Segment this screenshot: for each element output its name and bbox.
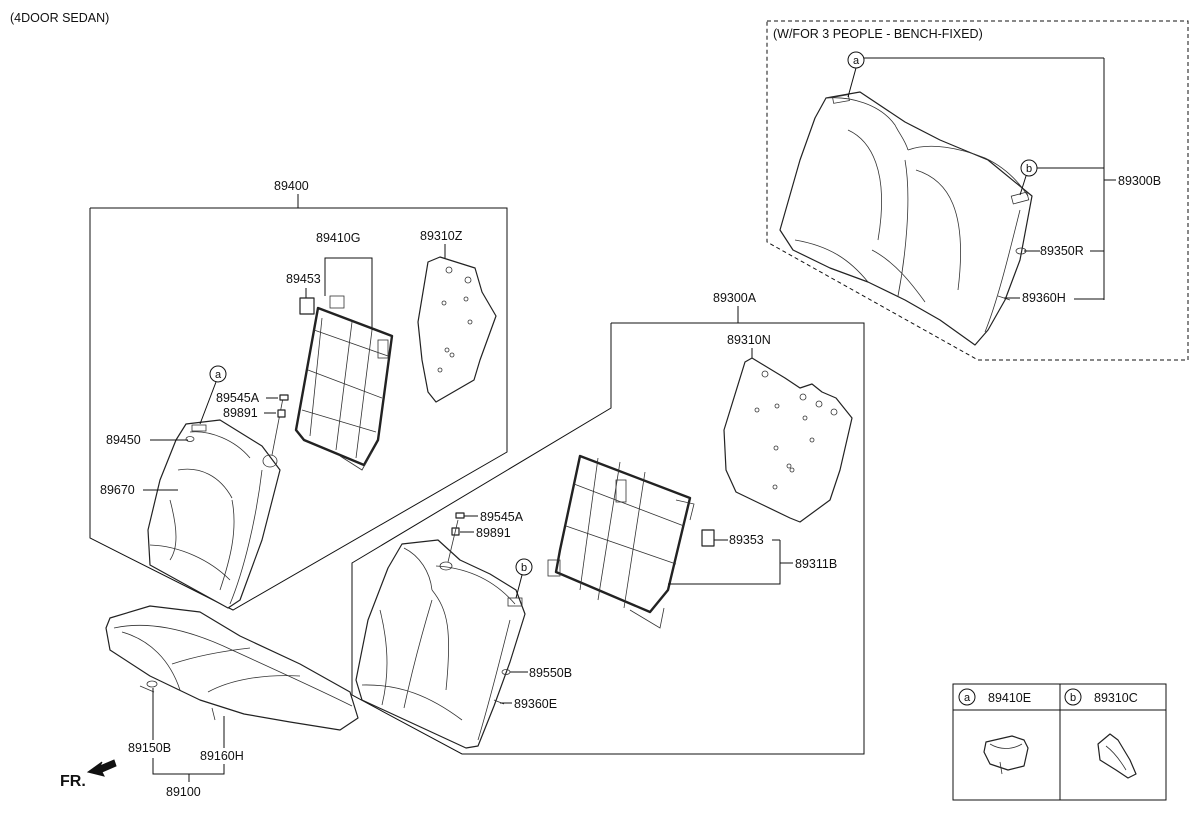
label-89300B: 89300B [1118, 174, 1161, 188]
label-89360E: 89360E [514, 697, 557, 711]
seatback-cover-left [147, 419, 281, 609]
bench-fixed-dashed-border [766, 20, 1189, 361]
left-seatback-group: 89400 89310Z 89410G 89453 [89, 179, 508, 611]
legend-code-b: 89310C [1094, 691, 1138, 705]
bracket-89353 [701, 529, 715, 547]
label-89360H: 89360H [1022, 291, 1066, 305]
back-panel-89310N [723, 357, 853, 523]
callout-a-bench-letter: a [853, 55, 860, 67]
seatback-frame-right [547, 454, 695, 629]
front-direction-indicator: FR. [60, 759, 117, 790]
right-group-border [351, 322, 865, 755]
label-89550B: 89550B [529, 666, 572, 680]
seatback-frame-left [294, 295, 394, 471]
label-89400: 89400 [274, 179, 309, 193]
label-89310N: 89310N [727, 333, 771, 347]
left-group-border [89, 207, 508, 611]
seatback-cover-right [355, 539, 526, 749]
legend-callout-b [1064, 688, 1082, 706]
legend-part-b-illustration [1097, 733, 1137, 779]
label-89453: 89453 [286, 272, 321, 286]
label-89545A-left: 89545A [216, 391, 260, 405]
label-89300A: 89300A [713, 291, 757, 305]
right-seatback-group: 89300A 89310N [351, 291, 865, 755]
bench-seatback-illustration [779, 91, 1033, 346]
bolt-89891-left [277, 409, 286, 418]
label-89100: 89100 [166, 785, 201, 799]
label-89350R: 89350R [1040, 244, 1084, 258]
callout-b-right-letter: b [521, 562, 527, 574]
bolt-89545A-right [455, 512, 465, 519]
bracket-89453 [299, 297, 315, 315]
legend-callout-a [958, 688, 976, 706]
label-89891-right: 89891 [476, 526, 511, 540]
label-89150B: 89150B [128, 741, 171, 755]
seat-cushion-illustration [105, 605, 359, 731]
legend-part-a-illustration [983, 735, 1029, 771]
legend-callout-b-letter: b [1070, 692, 1076, 704]
label-89310Z: 89310Z [420, 229, 463, 243]
legend-code-a: 89410E [988, 691, 1031, 705]
callout-a-left [209, 365, 227, 383]
bolt-89545A-left [279, 394, 289, 401]
callout-b-right [515, 558, 533, 576]
label-89545A-right: 89545A [480, 510, 524, 524]
bench-fixed-group: (W/FOR 3 PEOPLE - BENCH-FIXED) a b [766, 20, 1189, 361]
front-arrow-icon [86, 759, 117, 777]
back-panel-89310Z [417, 256, 497, 403]
legend-callout-a-letter: a [964, 692, 971, 704]
label-89410G: 89410G [316, 231, 360, 245]
label-89450: 89450 [106, 433, 141, 447]
front-label: FR. [60, 773, 86, 790]
label-89160H: 89160H [200, 749, 244, 763]
seat-cushion-group: 89150B 89160H 89100 [105, 605, 359, 799]
label-89311B: 89311B [795, 557, 837, 571]
label-89891-left: 89891 [223, 406, 258, 420]
callout-a-left-letter: a [215, 369, 222, 381]
bench-fixed-note: (W/FOR 3 PEOPLE - BENCH-FIXED) [773, 27, 983, 41]
legend-table: a 89410E b 89310C [952, 683, 1167, 801]
label-89353: 89353 [729, 533, 764, 547]
label-89670: 89670 [100, 483, 135, 497]
callout-b-bench-letter: b [1026, 163, 1032, 175]
page-title: (4DOOR SEDAN) [10, 11, 109, 25]
